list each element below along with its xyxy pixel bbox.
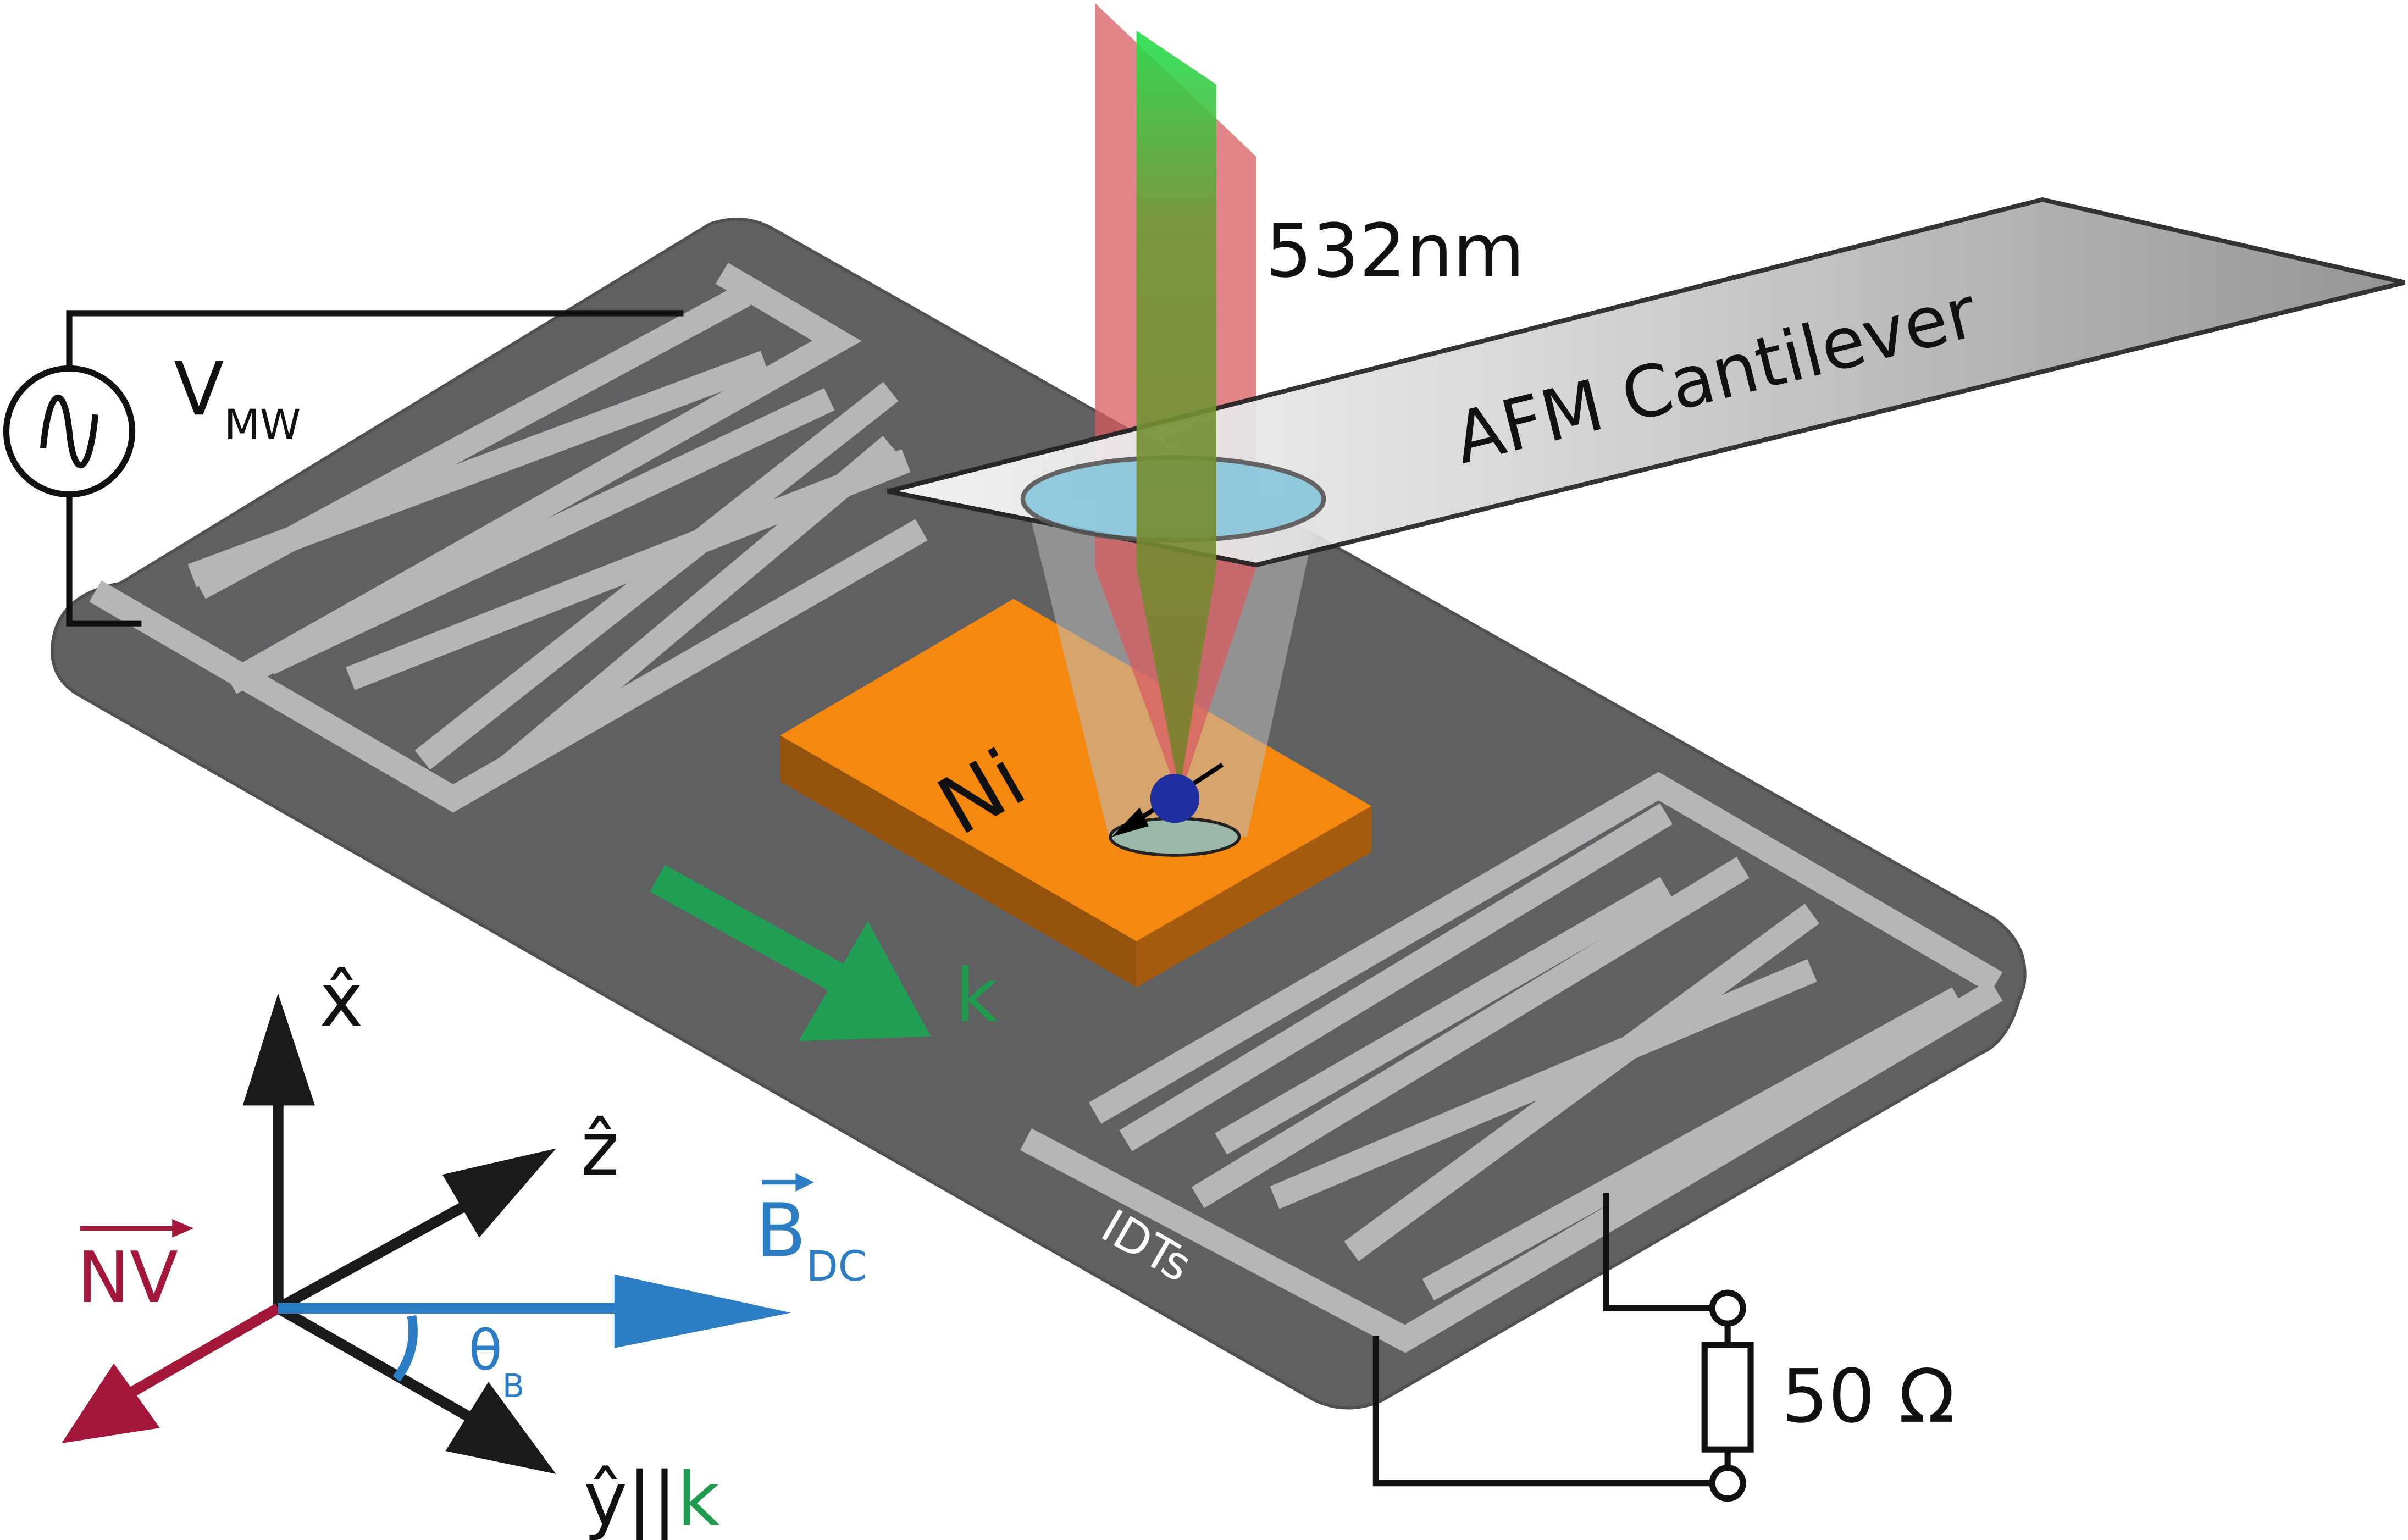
k-arrow-head xyxy=(798,921,931,1042)
idt-right-bus-outer xyxy=(1088,772,2003,1124)
idt-right xyxy=(1020,772,2003,1353)
nv-vector-label: NV xyxy=(77,1219,194,1319)
mw-source-circuit xyxy=(3,310,684,627)
b-dc-head xyxy=(614,1274,791,1348)
idt-left-bus-outer xyxy=(224,262,862,694)
z-axis-label: ẑ xyxy=(580,1106,619,1192)
idt-right-finger-2 xyxy=(1215,877,1673,1155)
load-circuit xyxy=(1372,1193,1754,1502)
y-axis-head xyxy=(445,1382,556,1474)
nickel-side-left xyxy=(780,735,1137,988)
wavelength-label: 532nm xyxy=(1265,208,1525,294)
idt-left-finger-3 xyxy=(263,388,835,675)
nv-sphere xyxy=(1150,773,1200,823)
nv-label: NV xyxy=(77,1237,178,1319)
theta-arc xyxy=(392,1315,418,1382)
idt-left-finger-5 xyxy=(414,381,899,770)
nv-axis-shaft xyxy=(120,1303,281,1402)
y-axis-shaft xyxy=(275,1303,491,1433)
nv-center xyxy=(1111,762,1224,837)
idt-left-finger-6 xyxy=(499,436,899,777)
theta-subscript: B xyxy=(502,1367,524,1405)
z-axis-head xyxy=(442,1148,556,1238)
x-axis-head xyxy=(242,993,315,1106)
terminal-top xyxy=(1709,1289,1746,1327)
idt-left-finger-2 xyxy=(187,351,770,588)
b-dc-subscript: DC xyxy=(806,1242,867,1290)
b-dc-vector-label: BDC xyxy=(756,1173,867,1290)
mw-wire-bottom xyxy=(66,494,142,627)
y-parallel-symbol: || xyxy=(627,1456,677,1540)
idt-right-finger-1 xyxy=(1119,803,1673,1151)
idt-left xyxy=(89,262,928,813)
idt-right-finger-6 xyxy=(1422,987,1964,1301)
nv-axis-head xyxy=(62,1363,160,1444)
idt-right-finger-4 xyxy=(1270,959,1817,1209)
k-arrow xyxy=(650,865,931,1042)
terminal-bottom xyxy=(1709,1465,1746,1502)
b-dc-label: BDC xyxy=(756,1188,867,1290)
nv-overarrow-head xyxy=(172,1219,194,1238)
green-beam xyxy=(1136,30,1216,791)
nickel-side-right xyxy=(1136,806,1372,988)
load-wire-bottom xyxy=(1372,1336,1714,1487)
mw-wire-top xyxy=(66,310,684,369)
load-wire-top xyxy=(1603,1193,1714,1311)
x-axis-label: x̂ xyxy=(319,957,363,1043)
resistor-label: 50 Ω xyxy=(1781,1354,1955,1439)
idt-left-bus-inner xyxy=(89,519,928,813)
sine-wave-icon xyxy=(40,395,99,468)
nickel-top xyxy=(780,599,1372,941)
coordinate-axes xyxy=(62,993,791,1474)
nv-spin-arrowhead xyxy=(1111,807,1149,837)
idt-right-finger-3 xyxy=(1191,857,1750,1209)
b-overarrow-head xyxy=(795,1173,814,1192)
idt-right-finger-5 xyxy=(1344,904,1819,1261)
v-subscript: MW xyxy=(224,401,301,449)
y-axis-label: ŷ||k xyxy=(584,1456,720,1540)
laser-beam-green xyxy=(1136,30,1216,791)
k-arrow-shaft xyxy=(650,865,868,1004)
idt-right-bus-inner xyxy=(1020,979,2003,1353)
y-k-label: k xyxy=(677,1456,720,1540)
theta-label: θB xyxy=(468,1319,524,1405)
resistor-icon xyxy=(1701,1342,1754,1453)
nickel-block xyxy=(780,599,1372,988)
v-label: VMW xyxy=(174,346,301,449)
z-axis-shaft xyxy=(275,1188,491,1313)
k-label: k xyxy=(955,953,998,1039)
